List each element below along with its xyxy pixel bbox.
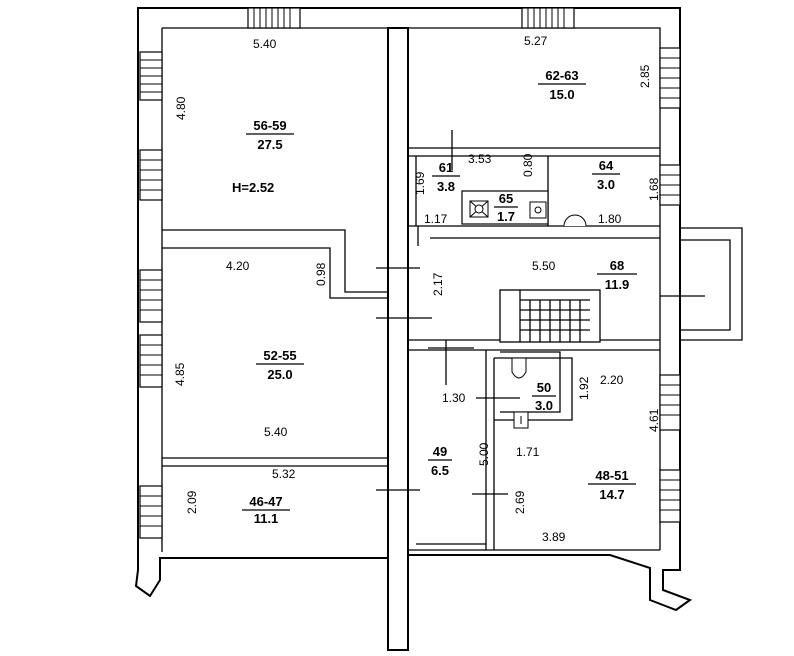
dim-0-98: 0.98 [314, 262, 328, 286]
partition-right-1 [408, 147, 660, 157]
dim-5-40-top: 5.40 [253, 37, 277, 51]
outer-wall [134, 7, 693, 651]
dim-2-09: 2.09 [185, 490, 199, 514]
room-id-68: 68 [610, 258, 624, 273]
dim-5-50: 5.50 [532, 259, 556, 273]
dim-1-68: 1.68 [647, 177, 661, 201]
stairs [499, 289, 601, 343]
partition-right-lower-vertical [485, 350, 495, 550]
room-area-49: 6.5 [431, 463, 449, 478]
wc-fixtures [511, 357, 529, 429]
room-area-46-47: 11.1 [254, 511, 279, 526]
dim-5-32: 5.32 [272, 467, 296, 481]
dim-3-89: 3.89 [542, 530, 566, 544]
dim-1-30: 1.30 [442, 391, 466, 405]
window-right-2 [659, 164, 681, 206]
room-area-65: 1.7 [497, 209, 515, 224]
dim-4-20: 4.20 [226, 259, 250, 273]
partition-wc-inner [500, 351, 561, 413]
central-wall [387, 27, 409, 651]
dim-4-85: 4.85 [173, 362, 187, 386]
room-id-46-47: 46-47 [249, 494, 282, 509]
window-left-2 [139, 149, 163, 201]
window-left-5 [139, 485, 163, 539]
room-id-61: 61 [439, 160, 453, 175]
window-left-1 [139, 51, 163, 101]
partition-right-2 [408, 225, 660, 239]
dim-1-17: 1.17 [424, 212, 448, 226]
room-area-48-51: 14.7 [599, 487, 624, 502]
room-area-56-59: 27.5 [257, 137, 282, 152]
dim-1-71: 1.71 [516, 445, 540, 459]
dim-5-27: 5.27 [524, 34, 548, 48]
room-id-48-51: 48-51 [595, 468, 628, 483]
door-markers [376, 130, 705, 495]
partition-left-upper-2 [162, 247, 388, 299]
window-right-1 [659, 47, 681, 109]
room-area-62-63: 15.0 [549, 87, 574, 102]
partition-kitchen-wall [407, 156, 417, 238]
toilet-icon [563, 214, 587, 227]
room-area-50: 3.0 [535, 398, 553, 413]
dim-4-80: 4.80 [174, 96, 188, 120]
room-id-52-55: 52-55 [263, 348, 296, 363]
dim-5-00: 5.00 [477, 442, 491, 466]
window-right-4 [659, 469, 681, 523]
kitchen-fixtures [461, 190, 587, 227]
dim-5-40-mid: 5.40 [264, 425, 288, 439]
dim-2-17: 2.17 [431, 272, 445, 296]
window-left-3 [139, 269, 163, 323]
dim-0-80: 0.80 [521, 153, 535, 177]
room-area-68: 11.9 [605, 277, 630, 292]
wc-toilet-icon [511, 357, 527, 379]
room-id-64: 64 [599, 158, 614, 173]
room-id-65: 65 [499, 191, 513, 206]
room-id-62-63: 62-63 [545, 68, 578, 83]
window-top-right [521, 7, 575, 29]
room-id-56-59: 56-59 [253, 118, 286, 133]
dim-2-20: 2.20 [600, 373, 624, 387]
dim-4-61: 4.61 [647, 408, 661, 432]
dim-2-69: 2.69 [513, 490, 527, 514]
partition-left-upper [162, 229, 388, 293]
room-area-61: 3.8 [437, 179, 455, 194]
room-area-52-55: 25.0 [267, 367, 292, 382]
dim-3-53: 3.53 [468, 152, 492, 166]
dim-1-92: 1.92 [577, 376, 591, 400]
dim-2-85: 2.85 [638, 64, 652, 88]
window-left-4 [139, 334, 163, 388]
room-id-50: 50 [537, 380, 551, 395]
partition-wc [494, 357, 573, 421]
dim-1-80: 1.80 [598, 212, 622, 226]
balcony [680, 227, 743, 341]
window-top-left [247, 7, 301, 29]
room-id-49: 49 [433, 444, 447, 459]
room-area-64: 3.0 [597, 177, 615, 192]
window-right-3 [659, 374, 681, 431]
bottom-inner-wall [408, 543, 660, 551]
dim-1-69: 1.69 [413, 171, 427, 195]
ceiling-height-label: H=2.52 [232, 180, 274, 195]
